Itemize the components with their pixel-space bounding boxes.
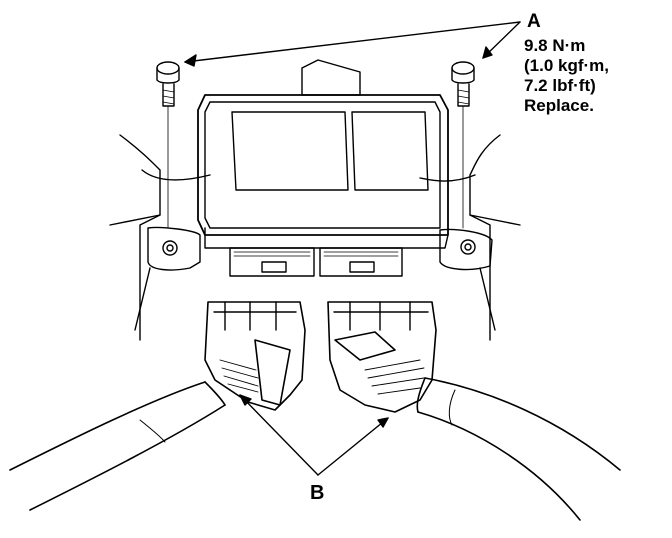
srs-unit-body	[197, 94, 449, 277]
torque-kgf-text: (1.0 kgf·m,	[524, 56, 610, 75]
bolt-right-icon	[451, 61, 475, 229]
connector-right	[327, 301, 437, 413]
torque-nm-text: 9.8 N·m	[524, 36, 586, 55]
wire-harness-right	[416, 377, 621, 521]
bolt-left-icon	[156, 61, 180, 229]
leader-a	[184, 21, 521, 67]
mounting-bracket	[109, 59, 521, 341]
torque-lbf-text: 7.2 lbf·ft)	[524, 76, 596, 95]
torque-spec-block: 9.8 N·m (1.0 kgf·m, 7.2 lbf·ft) Replace.	[524, 36, 609, 116]
callout-label-a: A	[527, 11, 541, 32]
connector-left	[204, 301, 306, 411]
replace-note-text: Replace.	[524, 96, 594, 115]
callout-label-b: B	[310, 482, 325, 504]
leader-b	[239, 394, 389, 476]
wire-harness-left	[9, 381, 226, 511]
